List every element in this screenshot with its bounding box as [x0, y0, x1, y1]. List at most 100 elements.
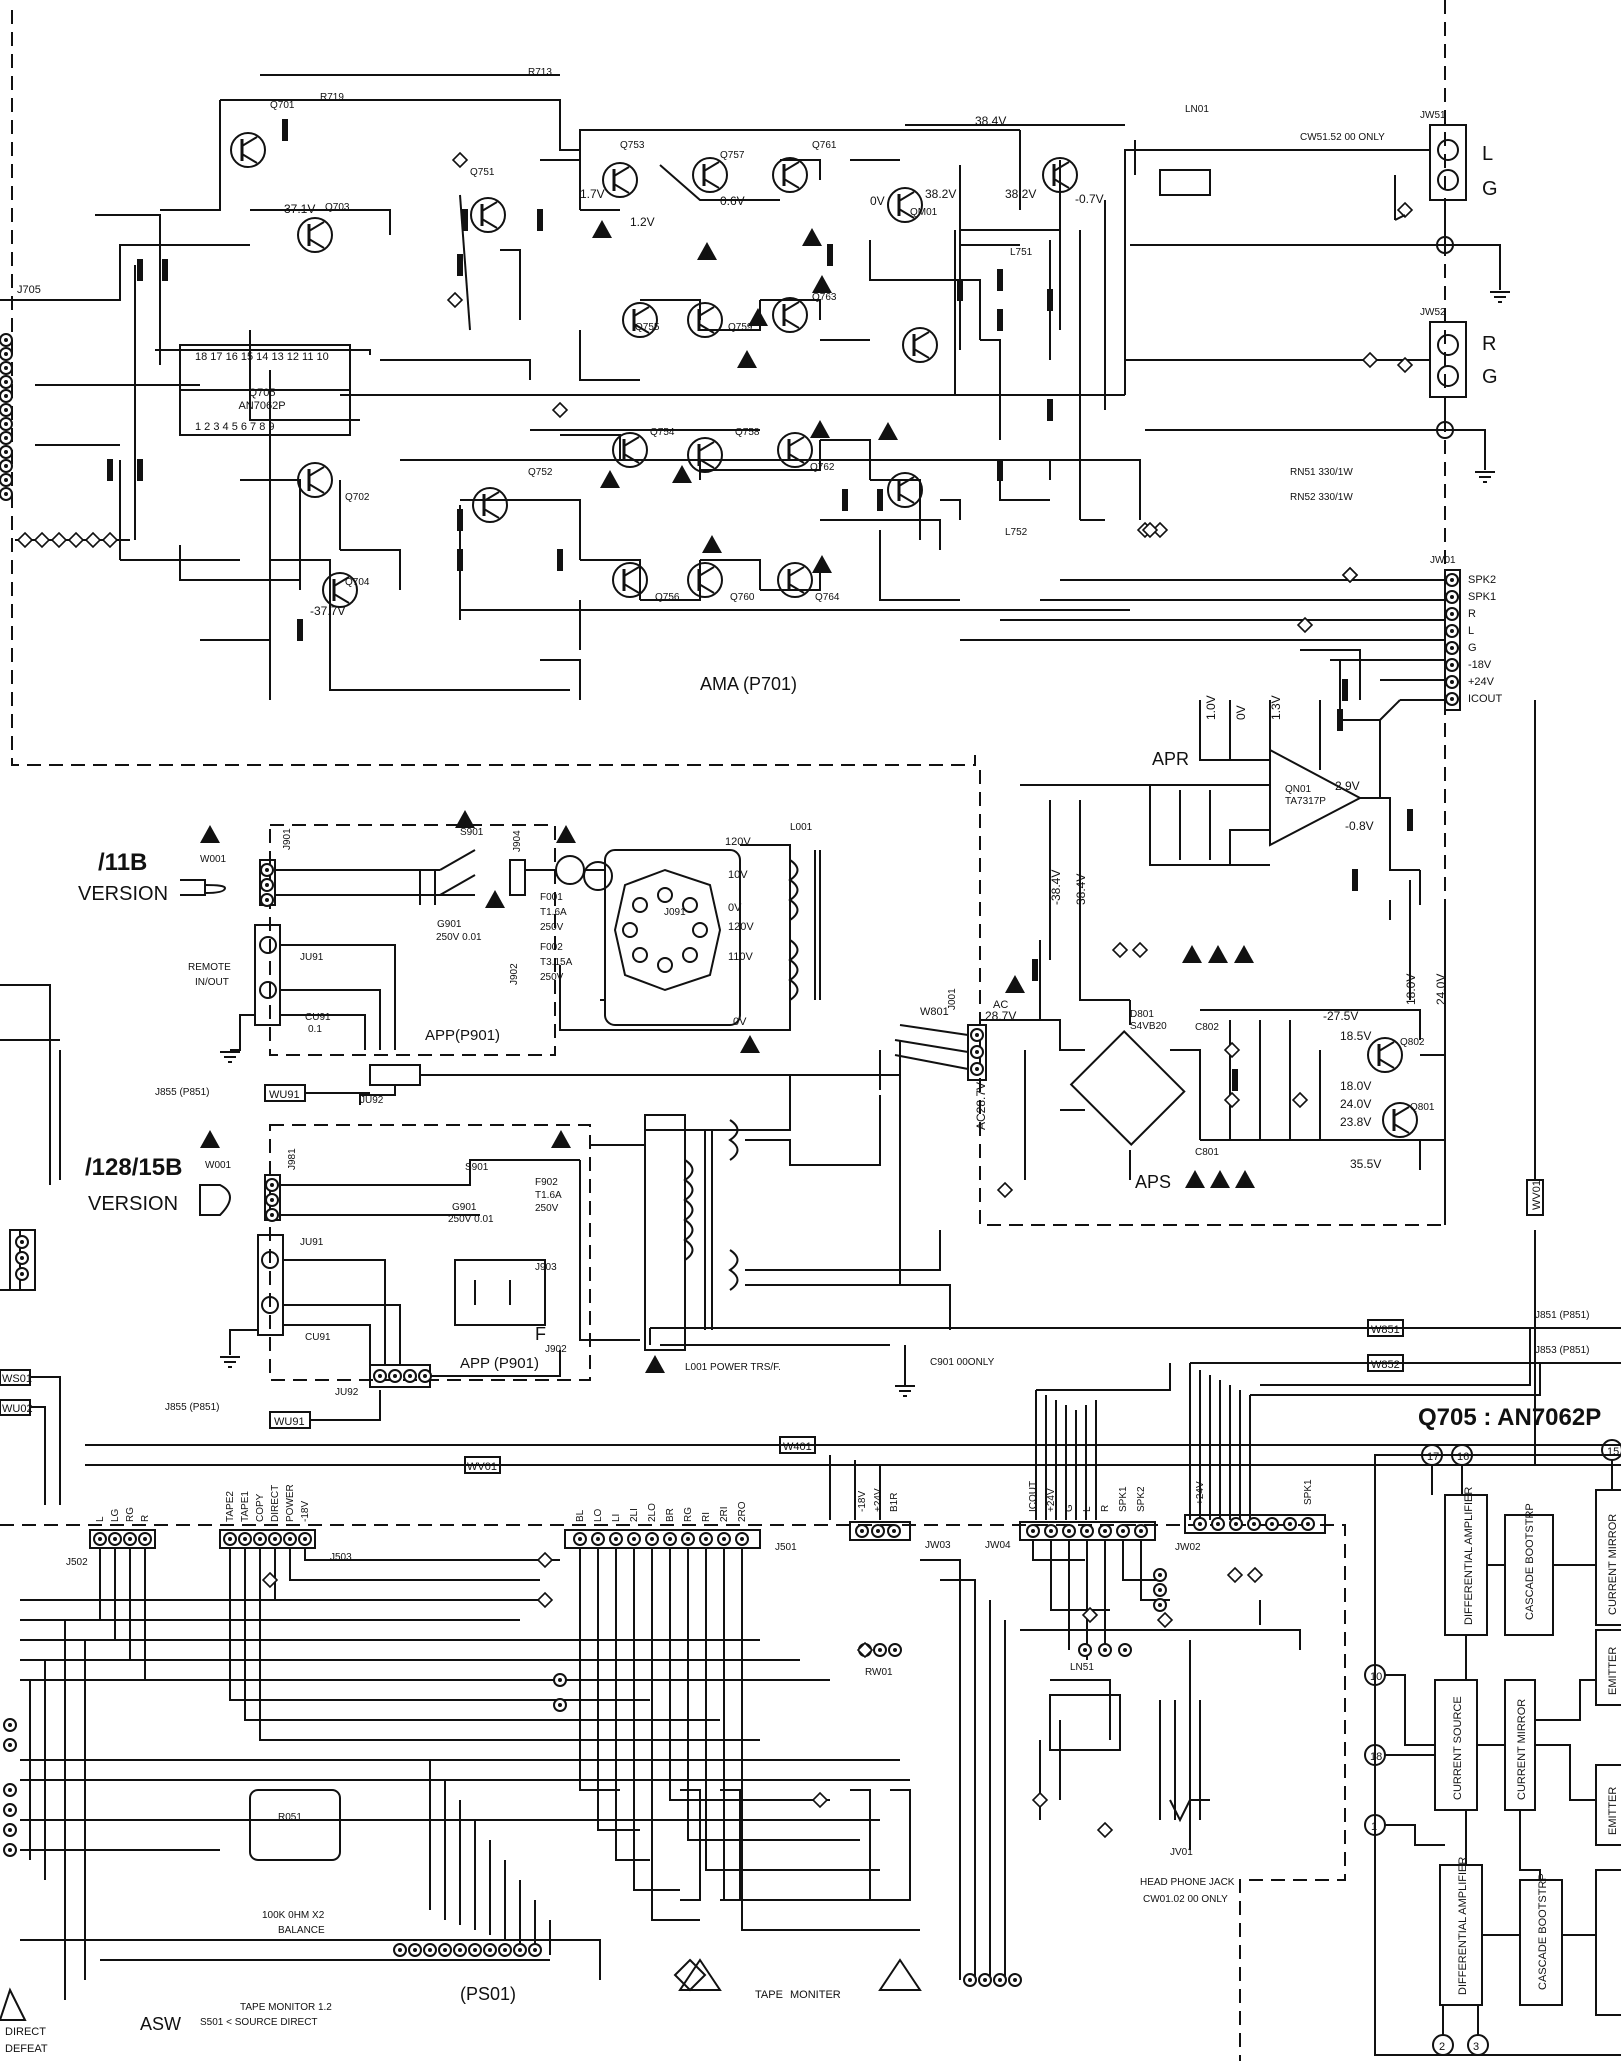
q705-pin-17: 17: [1427, 1451, 1439, 1463]
j502-pin-lg: LG: [110, 1508, 121, 1522]
volt-2-9: 2.9V: [1335, 779, 1360, 793]
f902-rating: T1.6A: [535, 1190, 562, 1201]
j001-label: J001: [947, 988, 958, 1010]
j501-pin-1: BL: [575, 1509, 586, 1522]
volt-neg-37-1: -37.1V: [280, 202, 315, 216]
jw03-pin-1: -18V: [857, 1491, 868, 1512]
emitter-bot: EMITTER: [1607, 1787, 1619, 1835]
q756-label: Q756: [655, 592, 680, 603]
jw01-pin-6: -18V: [1468, 659, 1492, 671]
inout-label: IN/OUT: [195, 977, 229, 988]
l751-label: L751: [1010, 247, 1033, 258]
cascade-bot: CASCADE BOOTSTRP: [1537, 1873, 1549, 1990]
ws01-label: WS01: [2, 1373, 32, 1385]
qn01-label: QN01: [1285, 784, 1312, 795]
c802-label: C802: [1195, 1022, 1219, 1033]
emitter-top: EMITTER: [1607, 1647, 1619, 1695]
q763-label: Q763: [812, 292, 837, 303]
cw-only-note: CW01.02 00 ONLY: [1143, 1894, 1228, 1905]
q751-label: Q751: [470, 167, 495, 178]
f002-rating: T3.15A: [540, 957, 573, 968]
jw02-pin-1: +24V: [1195, 1481, 1206, 1505]
q801-label: Q801: [1410, 1102, 1435, 1113]
j503-pin-1: TAPE2: [225, 1491, 236, 1522]
volt-neg-37-7: -37.7V: [310, 604, 345, 618]
balance-label: BALANCE: [278, 1925, 325, 1936]
volt-neg-0-7: -0.7V: [1075, 192, 1104, 206]
j501-pin-7: RG: [683, 1507, 694, 1522]
r719-label: R719: [320, 92, 344, 103]
j501-pin-6: BR: [665, 1508, 676, 1522]
q705-block-diagram: Q705 : AN7062P 17 16 15 10 18 1 2 3 DIFF…: [1364, 1404, 1621, 2056]
j903-label: J903: [535, 1262, 557, 1273]
wu91-bottom-label: WU91: [274, 1416, 305, 1428]
q705-pin-1: 1: [1371, 1821, 1377, 1833]
j501-pin-9: 2RI: [719, 1506, 730, 1522]
volt-23-8: 23.8V: [1340, 1115, 1371, 1129]
asw-pins: [0, 1552, 1263, 2021]
j901-label: J901: [282, 828, 293, 850]
volt-24-0: 24.0V: [1340, 1097, 1371, 1111]
current-mirror-top: CURRENT MIRROR: [1607, 1514, 1619, 1615]
q705-pin-3: 3: [1473, 2041, 1479, 2053]
l001-label: L001: [790, 822, 813, 833]
volt-18-5: 18.5V: [1340, 1029, 1371, 1043]
wv01-vertical-label: WV01: [1531, 1180, 1543, 1210]
jw52-label: JW52: [1420, 307, 1446, 318]
tap-120v-b: 120V: [728, 921, 754, 933]
q758-label: Q758: [735, 427, 760, 438]
jw04-pin-7: SPK2: [1136, 1486, 1147, 1512]
jw04-pin-5: R: [1100, 1505, 1111, 1512]
cu91-bottom-label: CU91: [305, 1332, 331, 1343]
j904-label: J904: [512, 830, 523, 852]
jw01-pin-1: SPK2: [1468, 574, 1496, 586]
version-128-word: VERSION: [88, 1193, 178, 1215]
volt-0-6: 0.6V: [720, 194, 745, 208]
s901-top-label: S901: [460, 827, 484, 838]
jw02-pin-2: SPK1: [1303, 1479, 1314, 1505]
tap-110v: 110V: [728, 951, 754, 963]
w852-label: W852: [1371, 1359, 1400, 1371]
c901-only-label: C901 00ONLY: [930, 1357, 995, 1368]
ju91-bottom-label: JU91: [300, 1237, 324, 1248]
jv01-label: JV01: [1170, 1847, 1193, 1858]
j502-pin-rg: RG: [125, 1507, 136, 1522]
j501-pin-2: LO: [593, 1508, 604, 1522]
tape-label: TAPE: [755, 1989, 783, 2001]
q762-label: Q762: [810, 462, 835, 473]
f002-volt: 250V: [540, 972, 564, 983]
g901b-label: G901: [452, 1202, 477, 1213]
q759-label: Q759: [728, 322, 753, 333]
ln01-label: LN01: [1185, 104, 1209, 115]
volt-18-0: 18.0V: [1340, 1079, 1371, 1093]
ama-block-label: AMA (P701): [700, 674, 797, 694]
jw04-pin-2: +24V: [1046, 1488, 1057, 1512]
apr-label: APR: [1152, 749, 1189, 769]
wu02-label: WU02: [2, 1403, 33, 1415]
j501-pin-4: 2LI: [629, 1508, 640, 1522]
volt-1-3: 1.3V: [1269, 695, 1283, 720]
j851-label: J851 (P851): [1535, 1310, 1589, 1321]
direct-label: DIRECT: [5, 2026, 46, 2038]
q702-label: Q702: [345, 492, 370, 503]
r713-label: R713: [528, 67, 552, 78]
j503-pin-5: POWER: [285, 1484, 296, 1522]
w401-label: W401: [783, 1441, 812, 1453]
wv01-label: WV01: [467, 1461, 497, 1473]
app-bottom-label: APP (P901): [460, 1355, 539, 1372]
ama-voltages: 38.4V 38.2V 38.2V -0.7V -37.1V -37.7V 1.…: [280, 114, 1104, 618]
c801-label: C801: [1195, 1147, 1219, 1158]
f001-volt: 250V: [540, 922, 564, 933]
remote-label: REMOTE: [188, 962, 231, 973]
qm01-label: QM01: [910, 207, 938, 218]
diff-amp-top: DIFFERENTIAL AMPLIFIER: [1463, 1487, 1475, 1625]
q705-pin-18: 18: [1370, 1751, 1382, 1763]
jw01-connector: JW01 SPK2 SPK1 R L G -18V +24V ICOUT: [960, 555, 1503, 711]
version-128: /128/15B: [85, 1154, 182, 1181]
cascade-top: CASCADE BOOTSTRP: [1524, 1503, 1536, 1620]
volt-1-2: 1.2V: [630, 215, 655, 229]
j501-pin-5: 2LO: [647, 1503, 658, 1522]
j503-pin-3: COPY: [255, 1493, 266, 1522]
ama-left-pins: [0, 152, 1358, 583]
d801-part: S4VB20: [1130, 1021, 1167, 1032]
